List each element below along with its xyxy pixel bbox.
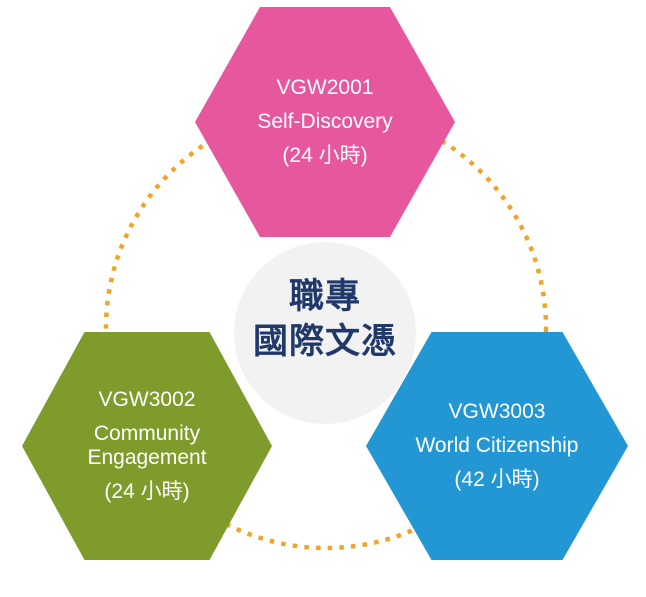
course-code: VGW2001 (276, 75, 374, 99)
course-hours: (24 小時) (282, 144, 368, 168)
center-title-line1: 職專 (288, 276, 361, 316)
center-title-line2: 國際文憑 (252, 321, 397, 361)
course-name: World Citizenship (415, 433, 579, 457)
course-hours: (24 小時) (104, 480, 190, 504)
hexagon-world-citizenship: VGW3003 World Citizenship (42 小時) (366, 332, 628, 560)
dotted-circle-stroke (103, 105, 549, 551)
course-name: Self-Discovery (257, 109, 393, 133)
hexagon-community-engagement: VGW3002 Community Engagement (24 小時) (22, 332, 272, 560)
course-name: Community Engagement (87, 421, 207, 469)
course-code: VGW3002 (98, 387, 196, 411)
course-code: VGW3003 (448, 399, 546, 423)
center-circle: 職專 國際文憑 (234, 242, 416, 424)
course-hours: (42 小時) (454, 468, 540, 492)
